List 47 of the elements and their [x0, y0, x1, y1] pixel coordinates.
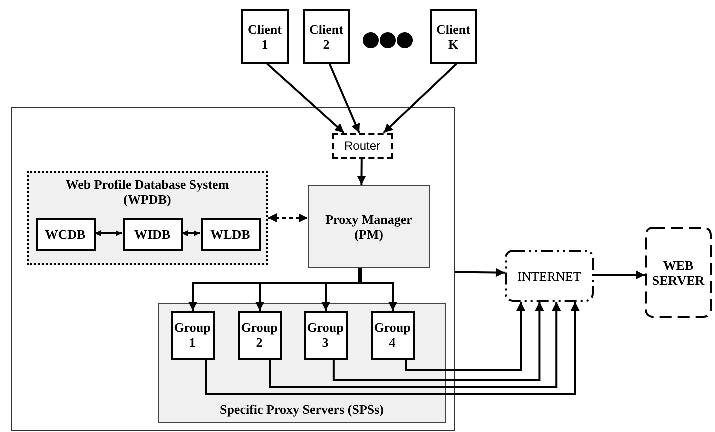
box-label: Client K [436, 22, 472, 52]
box-label: WIDB [134, 226, 171, 242]
panel-title: Web Profile Database System (WPDB) [64, 177, 230, 207]
web-server-box [645, 227, 712, 318]
arrow [266, 63, 345, 134]
box-label: WCDB [45, 226, 86, 242]
group-box [370, 310, 414, 360]
router-box [332, 133, 393, 159]
box-label: WEB SERVER [651, 258, 706, 288]
proxy-manager-box [308, 185, 430, 268]
client-box [303, 9, 350, 64]
arrow [328, 64, 360, 134]
arrow [383, 63, 458, 134]
box-label: Group 3 [306, 320, 344, 350]
group-box [170, 310, 214, 360]
system-boundary-box [11, 107, 455, 431]
internet-cloud-box [505, 250, 594, 302]
box-label: Client 1 [247, 22, 283, 52]
box-label: Group 4 [374, 320, 412, 350]
arrow [205, 302, 580, 395]
client-box [430, 9, 477, 64]
arrow [594, 270, 645, 280]
box-label: Proxy Manager (PM) [324, 212, 414, 242]
arrow [405, 302, 526, 371]
box-label: INTERNET [518, 268, 582, 284]
trunk-line [358, 268, 362, 284]
database-system-box [27, 171, 268, 265]
arrow [332, 302, 544, 381]
arrow [182, 230, 200, 236]
database-box [36, 218, 96, 250]
box-label: Group 2 [240, 320, 278, 350]
dashed-arrow [268, 214, 308, 223]
box-label: Router [344, 138, 381, 154]
client-box [241, 9, 289, 64]
group-box [304, 310, 348, 360]
arrow [269, 302, 562, 388]
arrow [95, 230, 122, 236]
box-label: Client 2 [308, 22, 344, 52]
box-label: WLDB [210, 226, 250, 242]
box-label: Group 1 [174, 320, 212, 350]
database-box [122, 218, 182, 250]
database-box [200, 218, 260, 250]
panel-title: Specific Proxy Servers (SPSs) [220, 402, 384, 417]
group-box [238, 310, 282, 360]
proxy-servers-panel [158, 303, 446, 423]
arrow [357, 159, 366, 185]
arrow [454, 268, 506, 278]
